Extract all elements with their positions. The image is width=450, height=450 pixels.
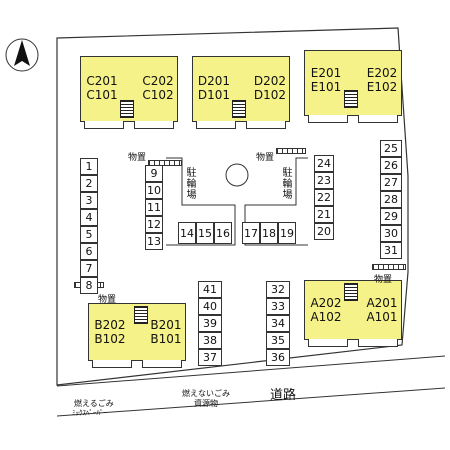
parking-slot-35: 35: [266, 332, 290, 349]
parking-slot-41: 41: [198, 281, 222, 298]
balcony: [246, 121, 286, 129]
parking-slot-28: 28: [380, 191, 402, 208]
parking-slot-37: 37: [198, 349, 222, 366]
stair-icon: [232, 100, 246, 118]
unit-label: D101: [197, 88, 231, 102]
unit-label: C101: [86, 88, 118, 102]
balcony: [142, 360, 182, 368]
balcony: [92, 360, 132, 368]
mix-paper-label: ﾐｯｸｽﾍﾟｰﾊﾟｰ: [72, 409, 107, 417]
stair-icon: [134, 306, 148, 324]
unit-label: B101: [150, 332, 182, 346]
parking-slot-20: 20: [314, 223, 334, 240]
balcony: [358, 115, 398, 123]
unit-label: C202: [142, 74, 174, 88]
stair-icon: [344, 283, 358, 301]
parking-slot-33: 33: [266, 298, 290, 315]
parking-slot-9: 9: [145, 165, 163, 182]
parking-slot-11: 11: [145, 199, 163, 216]
building-a: [304, 280, 402, 340]
center-lot-outline: [166, 157, 236, 246]
turnaround-circle: [225, 163, 249, 187]
balcony: [358, 339, 398, 347]
parking-slot-18: 18: [260, 222, 278, 244]
parking-slot-39: 39: [198, 315, 222, 332]
recyclables-label: 資源物: [194, 399, 218, 408]
unit-label: B202: [94, 318, 126, 332]
balcony: [308, 115, 348, 123]
parking-slot-13: 13: [145, 233, 163, 250]
parking-slot-38: 38: [198, 332, 222, 349]
parking-slot-24: 24: [314, 155, 334, 172]
parking-slot-14: 14: [178, 222, 196, 244]
balcony: [134, 121, 174, 129]
stair-icon: [120, 100, 134, 118]
unit-label: C102: [142, 88, 174, 102]
parking-slot-19: 19: [278, 222, 296, 244]
unit-label: B201: [150, 318, 182, 332]
parking-slot-2: 2: [80, 175, 98, 192]
parking-slot-30: 30: [380, 225, 402, 242]
storage-label: 物置: [256, 153, 275, 163]
storage-label: 物置: [128, 153, 147, 163]
parking-slot-23: 23: [314, 172, 334, 189]
balcony: [84, 121, 124, 129]
road-edge-upper: [56, 355, 446, 387]
bicycle-parking-label: 駐輪場: [186, 168, 197, 201]
unit-label: A101: [366, 310, 398, 324]
bike-rack: [148, 160, 182, 166]
storage-label: 物置: [374, 275, 393, 285]
parking-slot-22: 22: [314, 189, 334, 206]
parking-slot-7: 7: [80, 260, 98, 277]
burnable-garbage-label: 燃えるごみ: [74, 399, 114, 408]
unit-label: A102: [310, 310, 342, 324]
parking-slot-29: 29: [380, 208, 402, 225]
unit-label: A202: [310, 296, 342, 310]
parking-slot-6: 6: [80, 243, 98, 260]
center-lot-outline-right: [244, 157, 308, 246]
parking-slot-12: 12: [145, 216, 163, 233]
road-edge-lower: [56, 387, 446, 417]
unit-label: D201: [197, 74, 231, 88]
road-label: 道路: [270, 388, 297, 403]
unit-label: E201: [310, 66, 342, 80]
unit-label: C201: [86, 74, 118, 88]
parking-slot-36: 36: [266, 349, 290, 366]
balcony: [196, 121, 236, 129]
unit-label: E101: [310, 80, 342, 94]
unit-label: E202: [366, 66, 398, 80]
parking-slot-25: 25: [380, 140, 402, 157]
bike-rack: [276, 148, 306, 154]
north-arrow-icon: [14, 40, 30, 66]
unit-label: B102: [94, 332, 126, 346]
parking-slot-4: 4: [80, 209, 98, 226]
unit-label: A201: [366, 296, 398, 310]
parking-slot-16: 16: [214, 222, 232, 244]
parking-slot-5: 5: [80, 226, 98, 243]
bicycle-parking-label: 駐輪場: [282, 168, 293, 201]
parking-slot-32: 32: [266, 281, 290, 298]
parking-slot-10: 10: [145, 182, 163, 199]
stair-icon: [344, 90, 358, 108]
parking-slot-27: 27: [380, 174, 402, 191]
parking-slot-8: 8: [80, 277, 98, 294]
nonburnable-garbage-label: 燃えないごみ: [182, 389, 230, 398]
parking-slot-1: 1: [80, 158, 98, 175]
parking-slot-31: 31: [380, 242, 402, 259]
parking-slot-17: 17: [242, 222, 260, 244]
unit-label: E102: [366, 80, 398, 94]
parking-slot-15: 15: [196, 222, 214, 244]
parking-slot-34: 34: [266, 315, 290, 332]
balcony: [308, 339, 348, 347]
bike-rack: [372, 264, 406, 270]
unit-label: D102: [253, 88, 287, 102]
parking-slot-21: 21: [314, 206, 334, 223]
parking-slot-40: 40: [198, 298, 222, 315]
storage-label: 物置: [98, 295, 117, 305]
unit-label: D202: [253, 74, 287, 88]
parking-slot-3: 3: [80, 192, 98, 209]
parking-slot-26: 26: [380, 157, 402, 174]
